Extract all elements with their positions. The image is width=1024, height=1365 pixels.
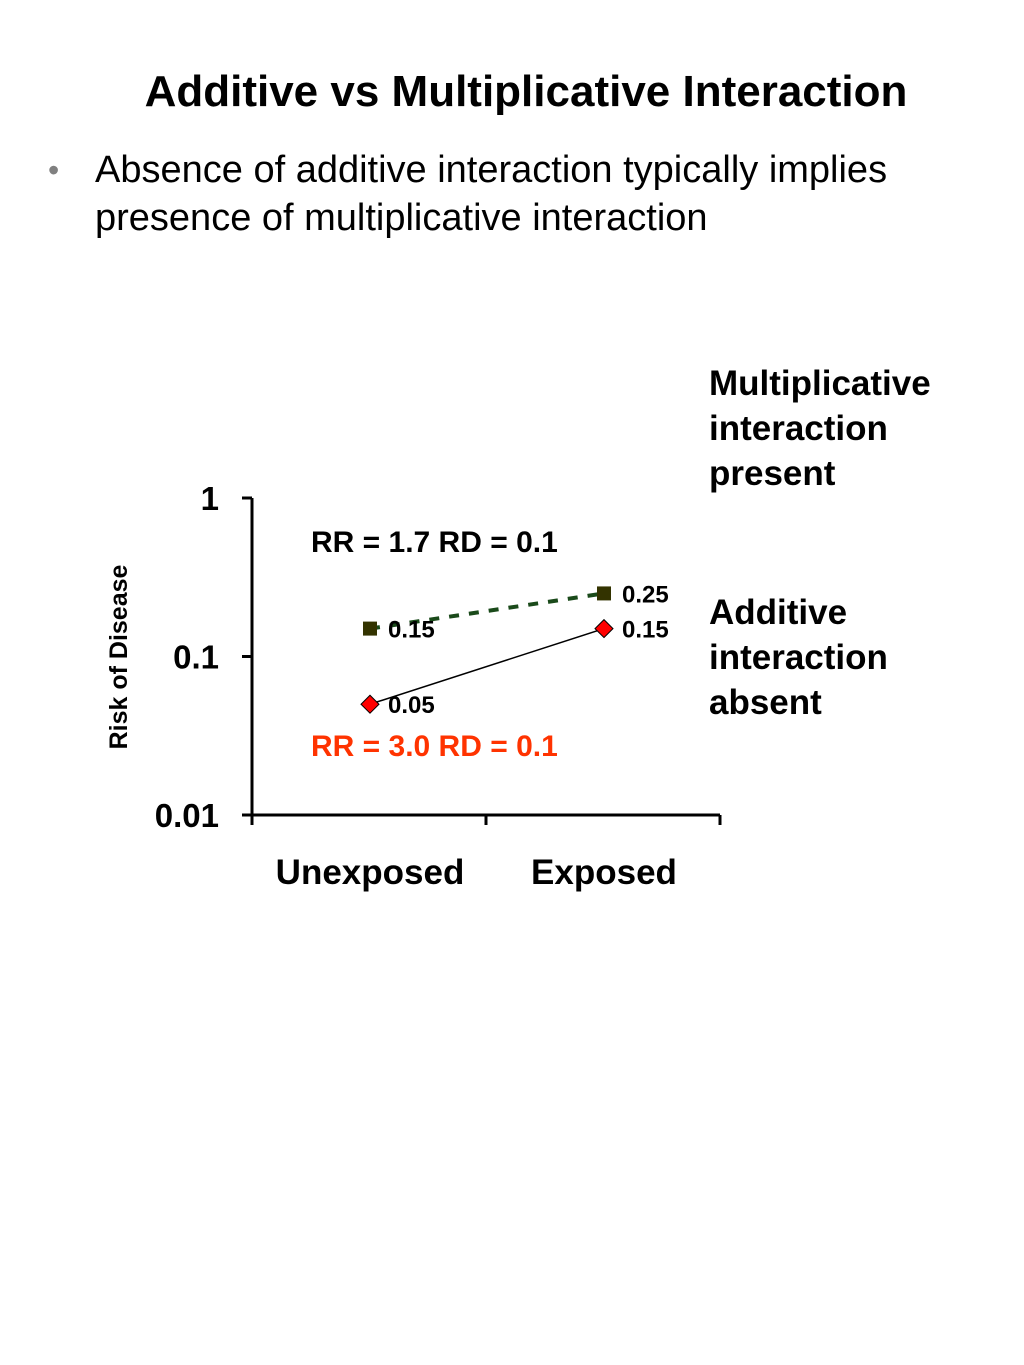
x-category-label: Exposed — [531, 853, 677, 892]
multiplicative-label-line: interaction — [709, 409, 888, 448]
slide-title: Additive vs Multiplicative Interaction — [144, 67, 908, 116]
additive-label-line: Additive — [709, 593, 848, 632]
data-point-diamond — [360, 694, 380, 714]
multiplicative-annotation: RR = 1.7 RD = 0.1 — [311, 526, 558, 559]
data-point-square — [597, 586, 611, 601]
y-axis-title: Risk of Disease — [105, 565, 133, 750]
x-category-label: Unexposed — [276, 853, 465, 892]
bullet-text: Absence of additive interaction typicall… — [95, 149, 888, 239]
data-point-diamond — [594, 618, 614, 639]
y-tick-label: 1 — [201, 480, 219, 517]
multiplicative-interaction-label: Multiplicative interaction present — [709, 361, 1009, 496]
additive-label-line: absent — [709, 683, 822, 722]
multiplicative-label-line: Multiplicative — [709, 364, 931, 403]
additive-annotation: RR = 3.0 RD = 0.1 — [311, 730, 558, 763]
data-label: 0.15 — [388, 617, 435, 644]
additive-interaction-label: Additive interaction absent — [709, 590, 1009, 725]
data-label: 0.25 — [622, 581, 669, 608]
chart-markers — [360, 586, 614, 714]
data-label: 0.15 — [622, 617, 669, 644]
data-point-square — [363, 621, 377, 636]
bullet-marker: • — [48, 152, 60, 188]
multiplicative-label-line: present — [709, 454, 836, 493]
additive-label-line: interaction — [709, 638, 888, 677]
y-tick-label: 0.01 — [155, 797, 219, 834]
chart-series-lines — [369, 591, 605, 705]
series-line — [369, 627, 605, 705]
data-label: 0.05 — [388, 692, 435, 719]
y-tick-label: 0.1 — [173, 639, 219, 676]
chart-axes — [242, 496, 722, 825]
